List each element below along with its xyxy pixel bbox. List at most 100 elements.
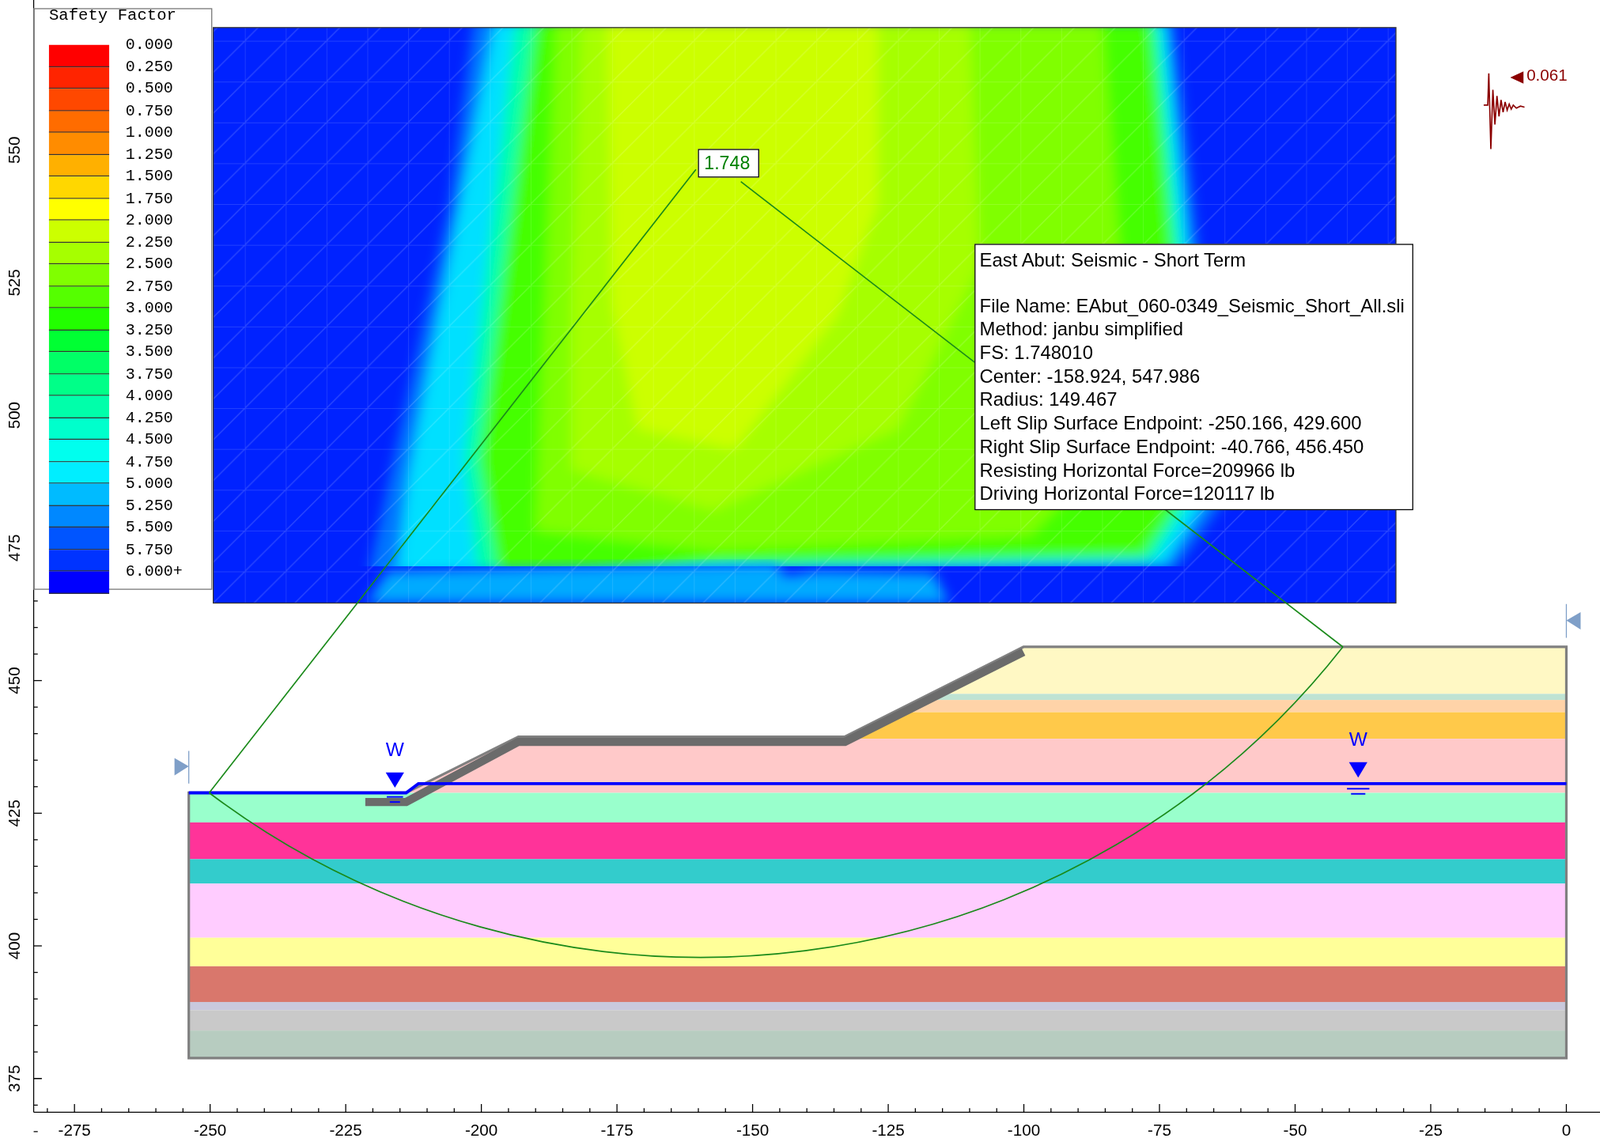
tick — [34, 1078, 42, 1079]
legend-swatch — [49, 308, 110, 331]
tick — [779, 1108, 780, 1113]
tick — [860, 1108, 862, 1113]
soil-layers — [189, 612, 1567, 1059]
tick — [915, 1108, 916, 1113]
tick — [1565, 1104, 1567, 1113]
axis-label: 375 — [6, 1065, 23, 1093]
legend-row: 0.500 — [34, 88, 209, 111]
tick — [34, 680, 42, 681]
tick — [426, 1108, 428, 1113]
axis-label: 525 — [6, 268, 23, 296]
box-text: 1.748 — [703, 151, 753, 174]
legend-row: 2.500 — [34, 264, 209, 287]
tick — [941, 1108, 943, 1113]
legend-swatch — [49, 242, 110, 265]
tick — [1511, 1108, 1513, 1113]
legend-text: 5.750 — [125, 540, 174, 559]
tick — [34, 653, 38, 655]
box-text: FS: 1.748010 — [979, 340, 1408, 365]
legend-text: 1.250 — [125, 145, 174, 164]
tick — [34, 813, 42, 814]
tick — [34, 760, 38, 761]
legend-text: 6.000+ — [125, 562, 183, 581]
tick — [968, 1108, 970, 1113]
legend-swatch — [49, 286, 110, 309]
tick — [317, 1108, 319, 1113]
radius-line — [208, 169, 696, 793]
axis-label: 550 — [6, 136, 23, 163]
legend-text: 3.750 — [125, 364, 174, 383]
tick — [34, 945, 42, 946]
box-title: East Abut: Seismic - Short Term — [979, 248, 1408, 273]
tick — [399, 1108, 401, 1113]
axis-label: -125 — [871, 1122, 905, 1139]
tick — [34, 839, 38, 840]
legend-text: 1.500 — [125, 167, 174, 186]
legend-swatch — [49, 374, 110, 397]
box-text: Radius: 149.467 — [979, 387, 1408, 412]
legend-row: 1.250 — [34, 154, 209, 177]
tick — [806, 1108, 808, 1113]
tick — [34, 627, 38, 628]
legend-swatch — [49, 417, 110, 440]
water-marker — [385, 762, 1370, 802]
legend-text: 3.000 — [125, 298, 174, 318]
legend-swatch — [49, 154, 110, 177]
axis-label: -275 — [58, 1122, 91, 1139]
box-text: Center: -158.924, 547.986 — [979, 364, 1408, 389]
axis-label: -150 — [736, 1122, 769, 1139]
legend-text: 1.750 — [125, 189, 174, 208]
legend-row: 5.000 — [34, 484, 209, 507]
legend-text: 0.250 — [125, 57, 174, 76]
legend-swatch — [49, 461, 110, 485]
tick — [535, 1108, 537, 1113]
legend-swatch — [49, 110, 110, 133]
tick — [643, 1108, 645, 1113]
legend-text: 5.000 — [125, 474, 174, 493]
tick — [1050, 1108, 1052, 1113]
tick — [1240, 1108, 1241, 1113]
axis-label: 400 — [6, 932, 23, 960]
tick — [236, 1108, 238, 1113]
legend-text: 2.250 — [125, 233, 174, 252]
tick — [1104, 1108, 1106, 1113]
legend-row: 5.500 — [34, 527, 209, 550]
water-label: W — [1349, 729, 1368, 749]
legend-row: 3.750 — [34, 374, 209, 397]
axis-label: -250 — [193, 1122, 227, 1139]
legend-row: 3.500 — [34, 351, 209, 375]
tick — [34, 998, 38, 999]
tick — [616, 1104, 617, 1113]
legend-swatch — [49, 45, 110, 68]
axis-label: 425 — [6, 799, 23, 827]
info-box: East Abut: Seismic - Short TermFile Name… — [974, 243, 1414, 511]
tick — [1429, 1104, 1431, 1113]
tick — [264, 1108, 265, 1113]
legend-text: 0.750 — [125, 101, 174, 120]
tick — [1267, 1108, 1269, 1113]
axis-label: -100 — [1007, 1122, 1041, 1139]
tick — [34, 706, 38, 708]
legend-row: 0.750 — [34, 110, 209, 133]
tick — [670, 1108, 672, 1113]
legend-row: 1.500 — [34, 176, 209, 199]
tick — [34, 1051, 38, 1053]
legend-swatch — [49, 220, 110, 243]
tick — [1186, 1108, 1188, 1113]
tick — [1403, 1108, 1404, 1113]
tick — [697, 1108, 699, 1113]
legend-swatch — [49, 329, 110, 352]
legend-row: 2.250 — [34, 242, 209, 265]
tick — [589, 1108, 591, 1113]
tick — [725, 1108, 727, 1113]
tick — [34, 786, 38, 787]
box-text: Left Slip Surface Endpoint: -250.166, 42… — [979, 411, 1408, 435]
legend-swatch — [49, 67, 110, 90]
box-text: Right Slip Surface Endpoint: -40.766, 45… — [979, 434, 1408, 459]
tick — [34, 733, 38, 734]
legend-row: 2.000 — [34, 220, 209, 243]
tick — [1131, 1108, 1133, 1113]
legend-swatch — [49, 264, 110, 287]
legend-text: 5.500 — [125, 518, 174, 537]
legend-row: 2.750 — [34, 286, 209, 309]
